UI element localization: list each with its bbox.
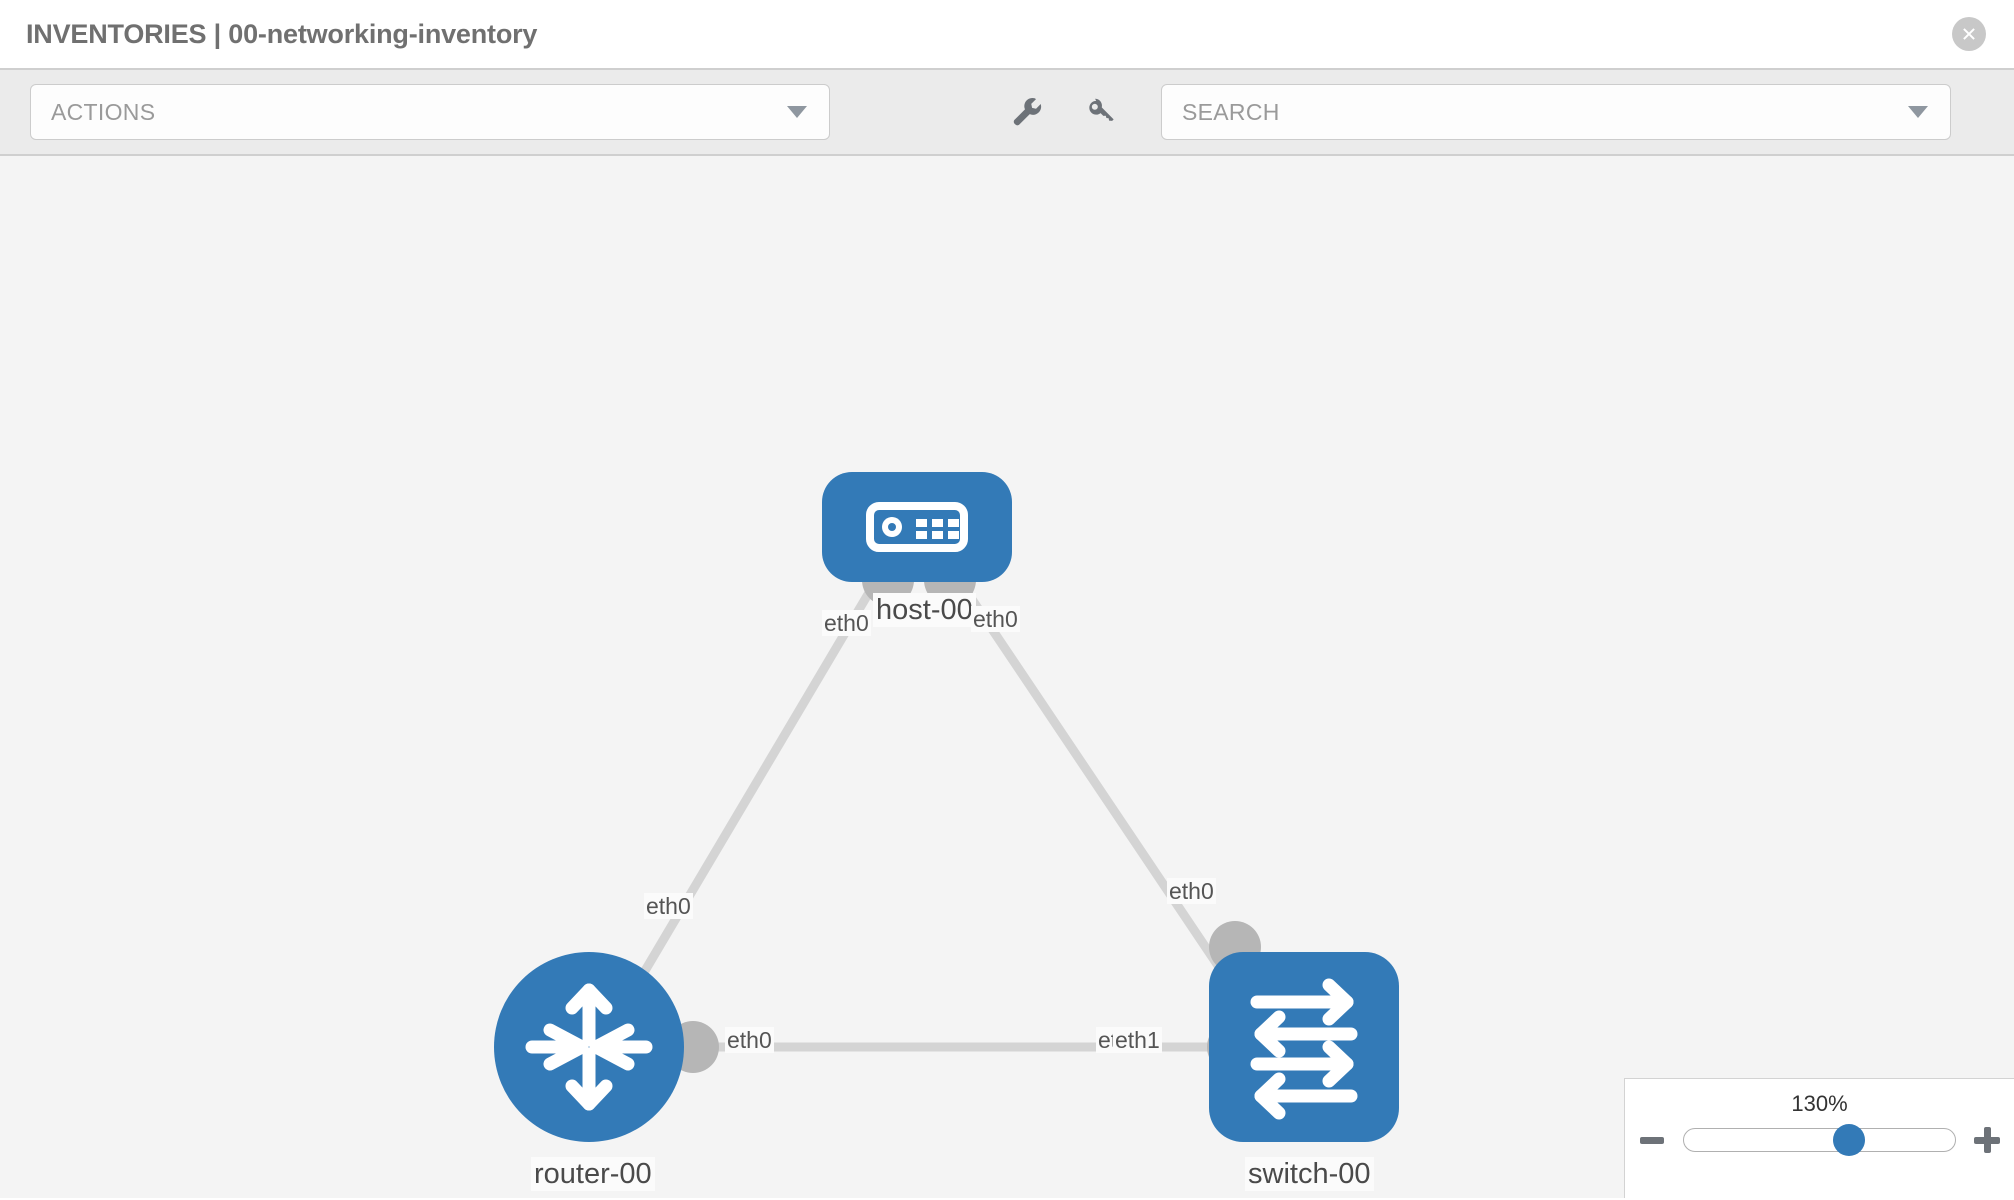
node-router-00[interactable] <box>494 952 684 1142</box>
zoom-out-button[interactable] <box>1635 1123 1669 1157</box>
close-button[interactable] <box>1952 17 1986 51</box>
router-arrows-icon <box>525 983 653 1111</box>
actions-dropdown-label: ACTIONS <box>51 98 156 125</box>
edge-label-switch-eth0-up: eth0 <box>1167 878 1216 904</box>
page-title: INVENTORIES | 00-networking-inventory <box>26 18 538 49</box>
search-placeholder: SEARCH <box>1182 98 1280 125</box>
wrench-button[interactable] <box>1005 90 1049 134</box>
edge-label-switch-eth1: eth1 <box>1113 1027 1162 1053</box>
edge-label-host-eth0-right: eth0 <box>971 606 1020 632</box>
key-icon <box>1089 98 1114 121</box>
zoom-in-button[interactable] <box>1970 1123 2004 1157</box>
toolbar: ACTIONS SEARCH <box>0 68 2014 156</box>
node-switch-00[interactable] <box>1209 952 1399 1142</box>
node-label-switch: switch-00 <box>1245 1157 1374 1191</box>
node-label-host: host-00 <box>873 593 976 627</box>
search-input[interactable]: SEARCH <box>1161 84 1951 140</box>
actions-dropdown[interactable]: ACTIONS <box>30 84 830 140</box>
switch-arrows-icon <box>1250 978 1358 1120</box>
toolbar-icon-group <box>1005 90 1123 134</box>
topology-canvas[interactable]: host-00 router-00 switch-00 eth0 eth0 et… <box>0 156 2014 1198</box>
server-icon <box>866 502 968 552</box>
edge-label-host-eth0-left: eth0 <box>822 610 871 636</box>
chevron-down-icon <box>787 106 807 118</box>
minus-icon <box>1640 1136 1664 1144</box>
zoom-level-value: 130% <box>1791 1091 1848 1116</box>
close-icon <box>1963 28 1975 40</box>
edge-host-router[interactable] <box>613 571 884 1021</box>
key-button[interactable] <box>1079 90 1123 134</box>
edge-label-router-eth0: eth0 <box>725 1027 774 1053</box>
zoom-slider-handle[interactable] <box>1833 1124 1866 1156</box>
edge-host-switch[interactable] <box>951 571 1239 994</box>
edge-label-router-eth0-up: eth0 <box>644 893 693 919</box>
zoom-slider-row <box>1625 1123 2014 1157</box>
node-label-router: router-00 <box>531 1157 655 1191</box>
zoom-slider[interactable] <box>1683 1124 1956 1156</box>
page-header: INVENTORIES | 00-networking-inventory <box>0 0 2014 68</box>
topology-graph <box>613 554 1261 1073</box>
chevron-down-icon <box>1908 106 1928 118</box>
node-host-00[interactable] <box>822 472 1012 582</box>
zoom-control-panel: 130% <box>1624 1078 2014 1198</box>
wrench-icon <box>1013 97 1042 126</box>
plus-icon <box>1974 1127 2000 1153</box>
